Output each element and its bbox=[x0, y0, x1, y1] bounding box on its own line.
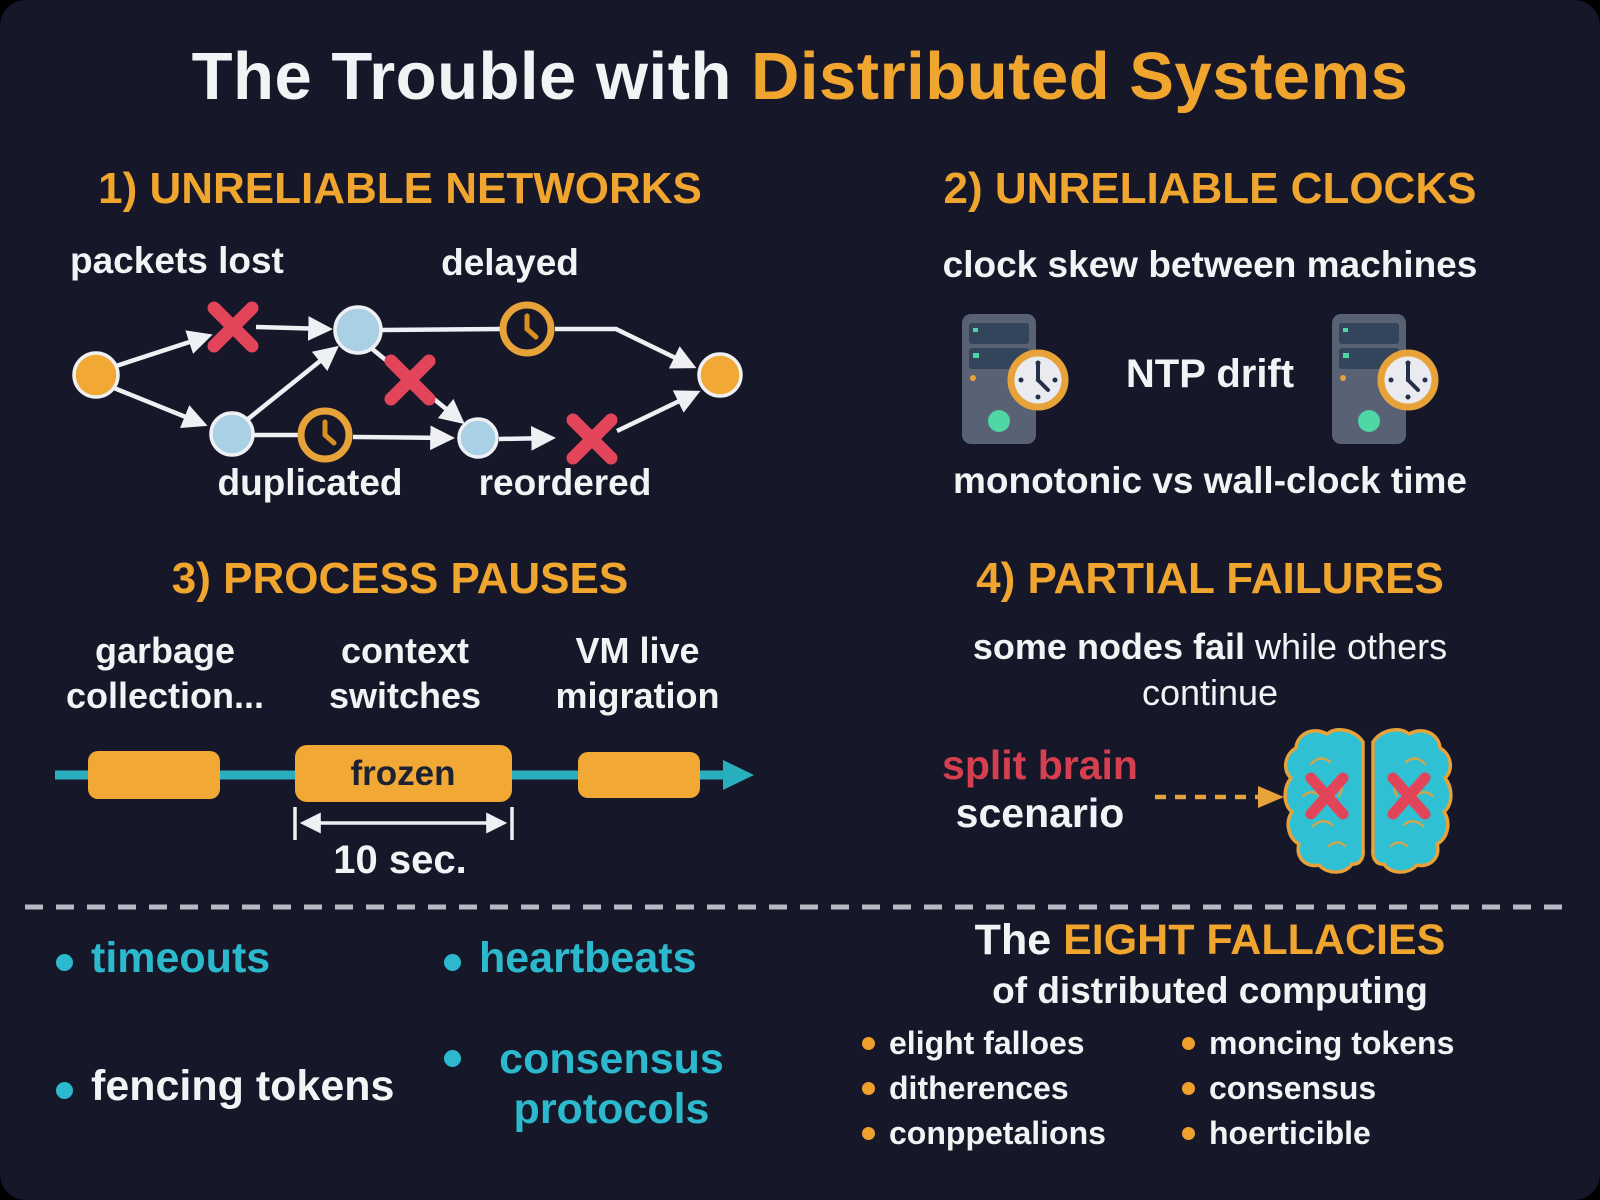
fallacies-subheading: of distributed computing bbox=[992, 970, 1428, 1011]
section-heading-pauses: 3) PROCESS PAUSES bbox=[171, 554, 629, 603]
partial-failures-desc: some nodes fail while others continue bbox=[870, 624, 1550, 716]
x-mark-icon bbox=[566, 413, 618, 465]
bullet-icon bbox=[56, 1082, 73, 1099]
fallacy-label: consensus bbox=[1209, 1070, 1377, 1106]
clock-icon bbox=[1007, 349, 1069, 411]
section-heading-partial: 4) PARTIAL FAILURES bbox=[976, 554, 1444, 603]
clock-skew-label: clock skew between machines bbox=[942, 244, 1478, 285]
label-duplicated: duplicated bbox=[217, 462, 403, 503]
fallacy-item: elight falloes bbox=[862, 1026, 1106, 1060]
fallacies-column-2: moncing tokens consensus hoerticible bbox=[1182, 1026, 1454, 1161]
clock-icon bbox=[297, 407, 353, 463]
label-reordered: reordered bbox=[478, 462, 652, 503]
x-mark-icon bbox=[207, 301, 259, 353]
server-icon bbox=[962, 314, 1069, 444]
label-delayed: delayed bbox=[441, 242, 579, 283]
fallacy-label: elight falloes bbox=[889, 1025, 1085, 1061]
process-timeline: frozen bbox=[55, 745, 754, 840]
desc-bold: some nodes fail bbox=[972, 626, 1245, 667]
x-mark-icon bbox=[1387, 772, 1431, 820]
x-mark-icon bbox=[384, 354, 436, 406]
title-prefix: The Trouble with bbox=[191, 39, 752, 114]
relay-node-top bbox=[333, 305, 383, 355]
fallacy-label: moncing tokens bbox=[1209, 1025, 1455, 1061]
fallacy-item: moncing tokens bbox=[1182, 1026, 1454, 1060]
cause-vm-migration: VM live migration bbox=[555, 630, 720, 716]
label-packets-lost: packets lost bbox=[70, 240, 284, 281]
mitigation-item: timeouts bbox=[56, 934, 270, 983]
fallacies-heading: The EIGHT FALLACIES bbox=[860, 916, 1560, 965]
bullet-icon bbox=[1182, 1037, 1195, 1050]
fallacy-item: hoerticible bbox=[1182, 1116, 1454, 1150]
run-segment bbox=[578, 752, 700, 798]
split-brain-label: split brain bbox=[942, 742, 1138, 788]
desc-line2: continue bbox=[1141, 672, 1279, 713]
bullet-icon bbox=[862, 1082, 875, 1095]
frozen-label: frozen bbox=[351, 754, 456, 793]
clock-icon bbox=[1377, 349, 1439, 411]
mitigation-label: fencing tokens bbox=[91, 1062, 395, 1110]
clock-icon bbox=[499, 301, 555, 357]
scenario-label: scenario bbox=[955, 790, 1125, 836]
mitigation-label: timeouts bbox=[91, 934, 271, 982]
bullet-icon bbox=[444, 954, 461, 971]
bullet-icon bbox=[1182, 1127, 1195, 1140]
bullet-icon bbox=[56, 954, 73, 971]
cause-garbage-collection: garbage collection... bbox=[65, 630, 265, 716]
bullet-icon bbox=[862, 1127, 875, 1140]
frozen-segment bbox=[295, 745, 512, 802]
duration-measure bbox=[293, 807, 514, 840]
section-divider bbox=[25, 904, 1575, 910]
fallacies-heading-highlight: EIGHT FALLACIES bbox=[1063, 916, 1446, 964]
cause-context-switches: context switches bbox=[328, 630, 482, 716]
fallacy-label: ditherences bbox=[889, 1070, 1069, 1106]
fallacy-label: hoerticible bbox=[1209, 1115, 1371, 1151]
network-diagram bbox=[72, 301, 743, 465]
title-highlight: Distributed Systems bbox=[751, 39, 1409, 114]
dashed-arrow-icon bbox=[1155, 786, 1284, 808]
bullet-icon bbox=[1182, 1082, 1195, 1095]
section-heading-networks: 1) UNRELIABLE NETWORKS bbox=[98, 164, 702, 213]
mitigation-item: heartbeats bbox=[444, 934, 696, 983]
fallacies-column-1: elight falloes ditherences conppetalions bbox=[862, 1026, 1106, 1161]
mitigation-item: consensus protocols bbox=[444, 1034, 744, 1134]
ntp-drift-label: NTP drift bbox=[1125, 352, 1295, 396]
server-icon bbox=[1332, 314, 1439, 444]
monotonic-label: monotonic vs wall-clock time bbox=[952, 460, 1467, 501]
duration-label: 10 sec. bbox=[333, 838, 467, 882]
origin-node bbox=[72, 351, 120, 399]
destination-node bbox=[697, 352, 743, 398]
fallacy-item: consensus bbox=[1182, 1071, 1454, 1105]
section-heading-clocks: 2) UNRELIABLE CLOCKS bbox=[943, 164, 1477, 213]
mitigation-label: heartbeats bbox=[479, 934, 697, 982]
mitigation-label: consensus protocols bbox=[499, 1035, 724, 1133]
fallacy-label: conppetalions bbox=[889, 1115, 1106, 1151]
fallacy-item: conppetalions bbox=[862, 1116, 1106, 1150]
x-mark-icon bbox=[1305, 772, 1349, 820]
brain-icon bbox=[1283, 728, 1453, 874]
arrow-right-icon bbox=[723, 760, 754, 790]
bullet-icon bbox=[862, 1037, 875, 1050]
fallacy-item: ditherences bbox=[862, 1071, 1106, 1105]
relay-node-bottom-left bbox=[209, 411, 255, 457]
desc-rest: while others bbox=[1244, 626, 1448, 667]
mitigation-item: fencing tokens bbox=[56, 1062, 394, 1111]
bullet-icon bbox=[444, 1050, 461, 1067]
page-title: The Trouble with Distributed Systems bbox=[0, 38, 1600, 115]
fallacies-heading-prefix: The bbox=[974, 916, 1064, 964]
run-segment bbox=[88, 751, 220, 799]
relay-node-bottom-mid bbox=[457, 417, 499, 459]
